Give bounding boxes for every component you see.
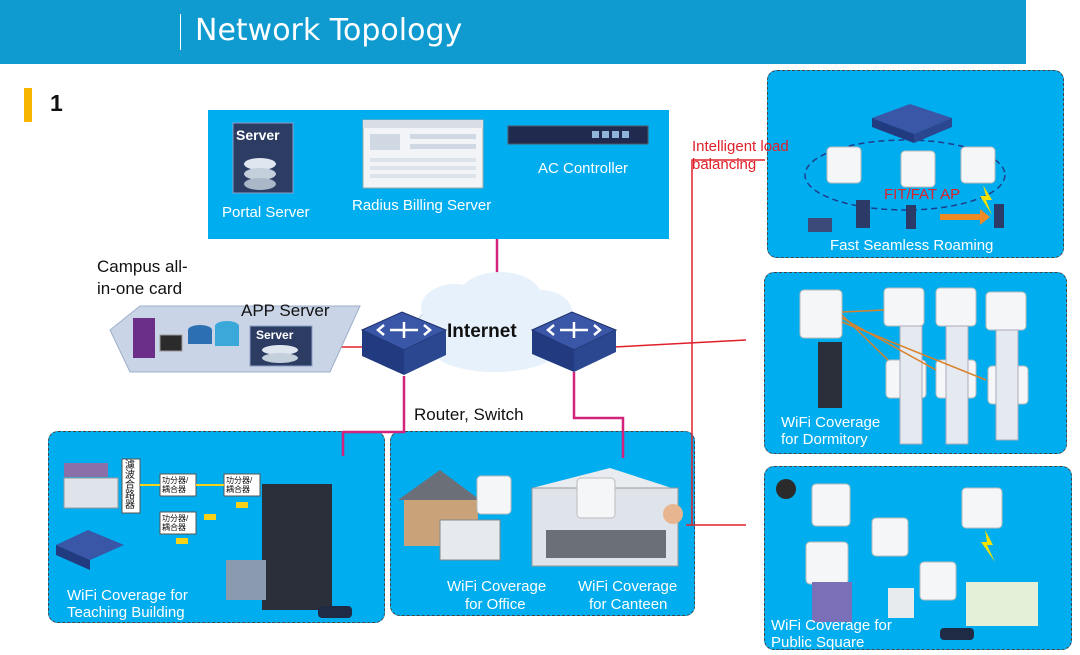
teaching-building-label-line2: Teaching Building — [67, 604, 185, 621]
portal-server-icon — [232, 122, 294, 194]
intelligent-load-balancing-line1: Intelligent load — [692, 138, 789, 155]
section-accent-bar — [24, 88, 32, 122]
router-switch-label: Router, Switch — [414, 405, 524, 424]
section-number: 1 — [50, 90, 63, 116]
header-divider — [180, 14, 181, 50]
canteen-label-line1: WiFi Coverage — [578, 578, 678, 595]
radius-billing-label: Radius Billing Server — [352, 197, 492, 214]
public-square-graphics — [776, 479, 1038, 640]
fit-fat-ap-label: FIT/FAT AP — [884, 186, 961, 203]
fast-seamless-roaming-label: Fast Seamless Roaming — [830, 237, 994, 254]
header-bar — [0, 0, 1026, 64]
teaching-building-label-line1: WiFi Coverage for — [67, 587, 188, 604]
router-left-icon — [360, 311, 448, 375]
campus-card-platform — [109, 305, 361, 373]
splitter-label-3: 功分器/耦合器 — [162, 514, 189, 532]
canteen-label-line2: for Canteen — [589, 596, 668, 613]
campus-card-label-line2: in-one card — [97, 279, 183, 298]
roaming-graphics — [804, 104, 1006, 232]
teaching-building-graphics — [56, 458, 352, 618]
internet-cloud — [414, 272, 576, 372]
filter-combiner-label: 濾波合路器 — [125, 460, 135, 511]
portal-server-tag: Server — [236, 127, 280, 143]
ac-controller-label: AC Controller — [538, 160, 629, 177]
public-square-label-line1: WiFi Coverage for — [771, 617, 892, 634]
portal-server-label: Portal Server — [222, 204, 310, 221]
dormitory-label-line1: WiFi Coverage — [781, 414, 881, 431]
intelligent-load-balancing-line2: balancing — [692, 156, 757, 173]
radius-billing-screenshot-icon — [362, 119, 484, 189]
office-canteen-graphics — [398, 468, 683, 567]
office-label-line1: WiFi Coverage — [447, 578, 547, 595]
ac-controller-icon — [507, 125, 649, 145]
office-label-line2: for Office — [465, 596, 526, 613]
dormitory-graphics — [799, 287, 1029, 445]
app-server-label: APP Server — [241, 301, 330, 320]
page-title: Network Topology — [195, 13, 463, 48]
dormitory-label-line2: for Dormitory — [781, 431, 868, 448]
internet-label: Internet — [447, 321, 517, 342]
splitter-label-2: 功分器/耦合器 — [226, 476, 253, 494]
public-square-label-line2: Public Square — [771, 634, 865, 651]
splitter-label-1: 功分器/耦合器 — [162, 476, 189, 494]
campus-card-label-line1: Campus all- — [97, 257, 188, 276]
router-right-icon — [530, 311, 618, 372]
app-server-tag: Server — [256, 328, 294, 342]
